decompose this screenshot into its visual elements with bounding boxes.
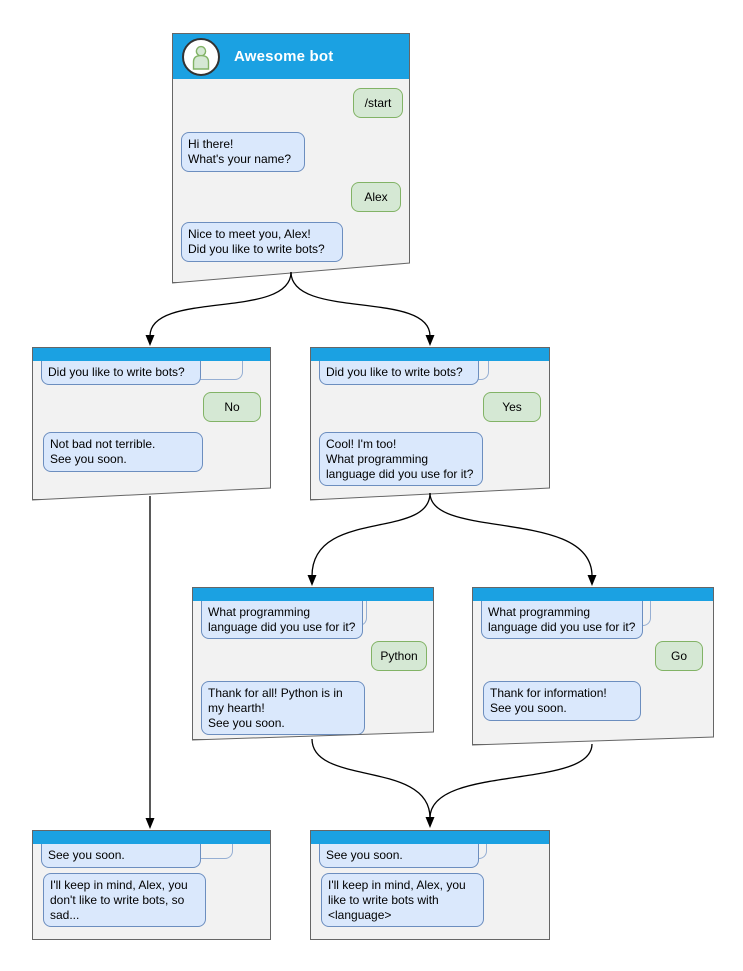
bot-message-clipped: What programming language did you use fo… bbox=[481, 601, 643, 639]
titlebar bbox=[473, 588, 713, 601]
person-icon bbox=[187, 43, 215, 71]
window-title: Awesome bot bbox=[234, 48, 334, 65]
bot-avatar bbox=[182, 38, 220, 76]
bot-message-clipped: See you soon. bbox=[319, 844, 479, 868]
titlebar bbox=[311, 831, 549, 844]
bot-message: Nice to meet you, Alex! Did you like to … bbox=[181, 222, 343, 262]
bot-message: Not bad not terrible. See you soon. bbox=[43, 432, 203, 472]
connector-main-to-no bbox=[149, 271, 292, 337]
titlebar bbox=[193, 588, 433, 601]
chat-window-branch-go: What programming language did you use fo… bbox=[472, 587, 714, 745]
chat-window-end-no: See you soon. I'll keep in mind, Alex, y… bbox=[32, 830, 271, 940]
titlebar bbox=[33, 348, 270, 361]
user-message: No bbox=[203, 392, 261, 422]
bot-message-clipped: Did you like to write bots? bbox=[319, 361, 479, 385]
user-message: Python bbox=[371, 641, 427, 671]
bot-message-clipped: See you soon. bbox=[41, 844, 201, 868]
user-message: /start bbox=[353, 88, 403, 118]
bot-message: Thank for information! See you soon. bbox=[483, 681, 641, 721]
user-message: Alex bbox=[351, 182, 401, 212]
bot-message-clipped: What programming language did you use fo… bbox=[201, 601, 363, 639]
connector-go-to-end bbox=[429, 743, 593, 819]
bot-message: I'll keep in mind, Alex, you like to wri… bbox=[321, 873, 484, 927]
bot-message: Thank for all! Python is in my hearth! S… bbox=[201, 681, 365, 735]
connector-yes-to-go bbox=[429, 492, 593, 577]
user-message: Yes bbox=[483, 392, 541, 422]
connector-python-to-end bbox=[311, 738, 431, 819]
chat-window-end-yes: See you soon. I'll keep in mind, Alex, y… bbox=[310, 830, 550, 940]
titlebar bbox=[311, 348, 549, 361]
bot-message: Hi there! What's your name? bbox=[181, 132, 305, 172]
bot-message-clipped: Did you like to write bots? bbox=[41, 361, 201, 385]
connector-main-to-yes bbox=[290, 271, 431, 337]
bot-message: Cool! I'm too! What programming language… bbox=[319, 432, 483, 486]
chat-window-branch-python: What programming language did you use fo… bbox=[192, 587, 434, 740]
chat-window-branch-yes: Did you like to write bots? Yes Cool! I'… bbox=[310, 347, 550, 500]
bot-message: I'll keep in mind, Alex, you don't like … bbox=[43, 873, 206, 927]
titlebar bbox=[33, 831, 270, 844]
main-titlebar: Awesome bot bbox=[173, 34, 409, 79]
chat-window-branch-no: Did you like to write bots? No Not bad n… bbox=[32, 347, 271, 500]
chat-window-main: Awesome bot /start Hi there! What's your… bbox=[172, 33, 410, 283]
connector-yes-to-python bbox=[311, 492, 431, 577]
user-message: Go bbox=[655, 641, 703, 671]
